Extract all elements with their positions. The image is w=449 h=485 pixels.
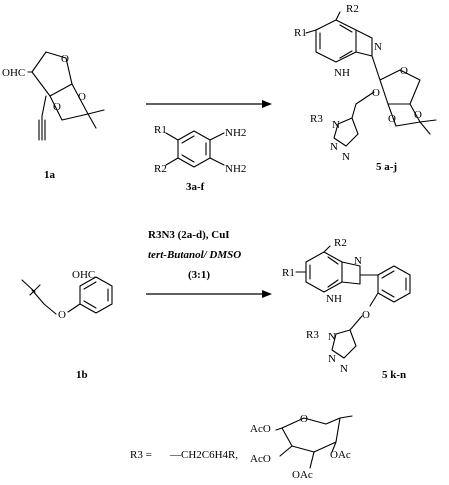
diamine-r2: R2 (154, 163, 167, 175)
diamine-nh2-1: NH2 (225, 127, 246, 139)
product1-benzene-double (319, 24, 353, 59)
product1-triazole (333, 117, 359, 147)
product1-dox-o2: O (414, 109, 422, 121)
product1-dioxolane (387, 103, 421, 127)
product2-benzene-double (309, 256, 339, 288)
product1-ether-o: O (372, 87, 380, 99)
product2-phenyl-double (381, 270, 407, 298)
product2-benzene (305, 251, 343, 293)
diamine-double-bonds (181, 135, 207, 163)
r3-sugar-ring (281, 417, 341, 453)
product1-triazole-n2: N (330, 141, 338, 153)
product1-nh: NH (334, 67, 350, 79)
product1-linker (351, 91, 375, 119)
product2-triazole (331, 329, 357, 359)
r3-benzyl: —CH2C6H4R, (169, 449, 238, 461)
product2-ch2 (349, 315, 363, 331)
label-5aj: 5 a-j (376, 161, 397, 173)
product2-o-bond (369, 292, 379, 307)
r3-sugar-substituents (275, 427, 337, 469)
reactant-1a: OHC O O O 1a (2, 51, 105, 181)
product1-dox-o1: O (388, 113, 396, 125)
product1-r2: R2 (346, 3, 359, 15)
diamine-substituent-bonds (165, 132, 225, 166)
product1-substituent-bonds (305, 11, 341, 34)
label-5kn: 5 k-n (382, 369, 406, 381)
ring-oxygen-1a: O (61, 53, 69, 65)
product1-r1: R1 (294, 27, 307, 39)
product1-triazole-n3: N (342, 151, 350, 163)
label-3af: 3a-f (186, 181, 205, 193)
condition-ratio: (3:1) (188, 269, 210, 281)
product2-nh: NH (326, 293, 342, 305)
propargyl-chain-1a (41, 95, 47, 141)
r3-prefix: R3 = (130, 449, 152, 461)
product2-triazole-n2: N (328, 353, 336, 365)
product2-substituent-bonds (295, 245, 331, 273)
product2-n: N (354, 255, 362, 267)
reaction-arrow-bottom (146, 290, 272, 298)
product1-n: N (374, 41, 382, 53)
ohc-label-1a: OHC (2, 67, 25, 79)
product-5aj: R2 R1 N NH O O O O N N N R3 5 a-j (294, 3, 437, 173)
reactant1b-double (83, 281, 109, 309)
r3-definitions: R3 = —CH2C6H4R, O AcO AcO OAc OAc (130, 413, 353, 481)
diamine-nh2-2: NH2 (225, 163, 246, 175)
r3-aco-2: AcO (250, 453, 271, 465)
ohc-label-1b: OHC (72, 269, 95, 281)
furanose-ring-1a (31, 51, 73, 97)
label-1b: 1b (76, 369, 88, 381)
dioxolane-ring-1a (49, 83, 89, 121)
product1-r3: R3 (310, 113, 323, 125)
reaction-conditions: R3N3 (2a-d), CuI tert-Butanol/ DMSO (3:1… (148, 229, 241, 281)
r3-aco-1: AcO (250, 423, 271, 435)
reactant1b-propargyl (31, 289, 57, 315)
diamine-3af: R1 R2 NH2 NH2 3a-f (154, 124, 246, 193)
dioxolane-o1-1a: O (53, 101, 61, 113)
product1-ring-o: O (400, 65, 408, 77)
product2-triazole-n1: N (328, 331, 336, 343)
reactant-1b: OHC O 1b (21, 269, 113, 381)
product1-isopropylidene (419, 119, 437, 135)
isopropylidene-1a (87, 109, 105, 129)
product2-r1: R1 (282, 267, 295, 279)
product1-triazole-n1: N (332, 119, 340, 131)
reactant1b-o-bond (67, 303, 81, 313)
dioxolane-o2-1a: O (78, 91, 86, 103)
r3-oac-2: OAc (292, 469, 313, 481)
r3-methyl (339, 415, 353, 419)
r3-oac-1: OAc (330, 449, 351, 461)
product2-ether-o: O (362, 309, 370, 321)
reaction-arrow-top (146, 100, 272, 108)
product1-imidazole (355, 29, 373, 57)
label-1a: 1a (44, 169, 56, 181)
product-5kn: R2 R1 N NH O N N N R3 5 k-n (282, 237, 411, 381)
diamine-r1: R1 (154, 124, 167, 136)
product1-benzene (315, 19, 357, 63)
r3-sugar-o: O (300, 413, 308, 425)
condition-azide: R3N3 (2a-d), CuI (148, 229, 230, 241)
condition-solvent: tert-Butanol/ DMSO (148, 249, 241, 261)
reactant1b-ether-o: O (58, 309, 66, 321)
reactant1b-alkyne (21, 279, 41, 296)
product2-r3: R3 (306, 329, 319, 341)
alkyne-1a (38, 119, 46, 141)
product2-triazole-n3: N (340, 363, 348, 375)
product2-r2: R2 (334, 237, 347, 249)
